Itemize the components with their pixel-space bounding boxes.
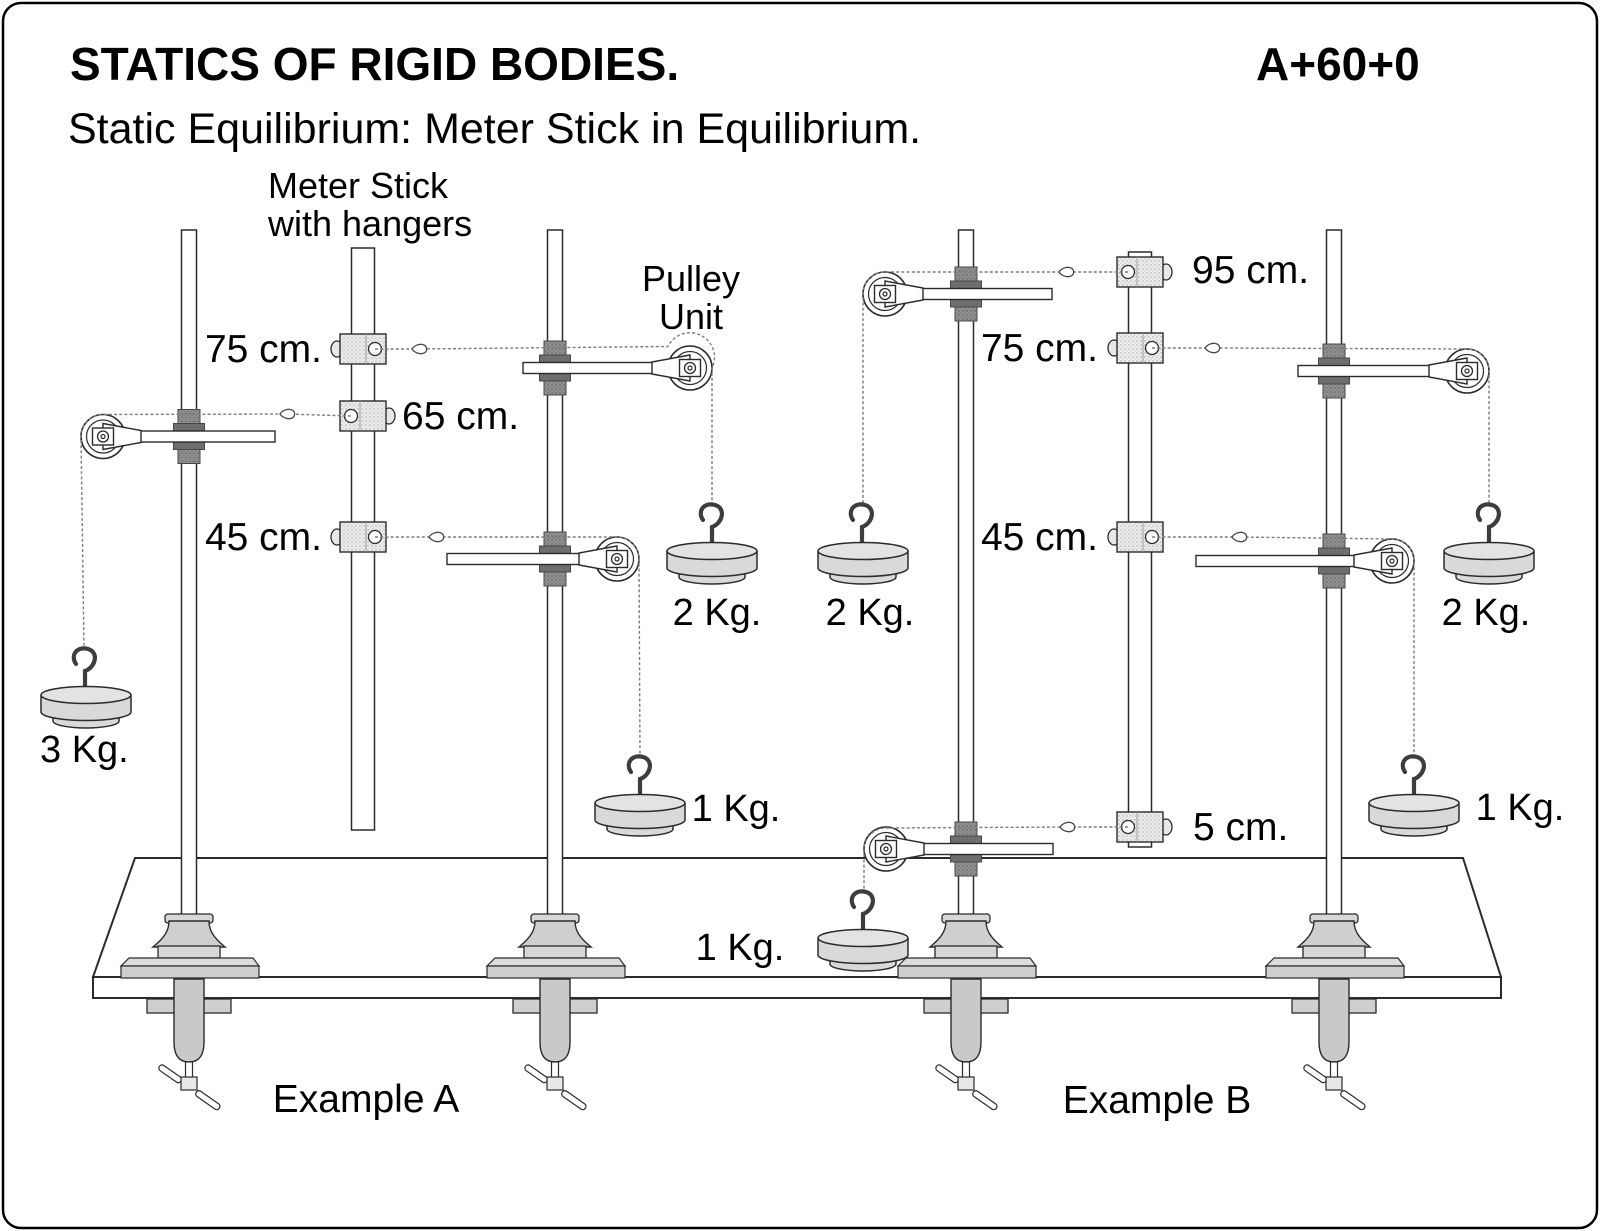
mark-a-75cm: 75 cm. (205, 328, 322, 371)
pulley-unit-a-left (80, 409, 276, 464)
pulley-unit-label-line2: Unit (659, 296, 723, 337)
pulley-unit-a-right-lower (446, 531, 640, 587)
page-title: STATICS OF RIGID BODIES. (70, 38, 679, 90)
loop-a-65cm (279, 408, 296, 420)
mark-b-5cm: 5 cm. (1193, 806, 1288, 849)
mark-b-95cm: 95 cm. (1192, 249, 1309, 292)
page-subtitle: Static Equilibrium: Meter Stick in Equil… (68, 105, 921, 153)
mass-b-1kg-right (1368, 793, 1460, 837)
strings (80, 271, 1490, 892)
pulley-unit-a-right-top (522, 340, 713, 396)
label-b-1kg-right: 1 Kg. (1476, 787, 1565, 829)
pulley-unit-b-left-bottom (863, 821, 1054, 877)
label-a-1kg: 1 Kg. (692, 788, 781, 830)
string-b-45cm-to-1kg (1152, 536, 1415, 757)
label-b-2kg-right: 2 Kg. (1442, 592, 1531, 634)
mark-b-75cm: 75 cm. (981, 327, 1098, 370)
pulley-unit-b-left-top (862, 266, 1053, 322)
string-a-65cm-to-3kg (80, 413, 352, 650)
string-a-45cm-to-1kg (375, 536, 641, 758)
label-b-1kg-left: 1 Kg. (696, 927, 785, 969)
caption-example-b: Example B (1063, 1079, 1252, 1122)
loop-b-75cm (1204, 342, 1221, 354)
meter-stick-label-line2: with hangers (267, 203, 472, 244)
mark-a-45cm: 45 cm. (205, 516, 322, 559)
caption-example-a: Example A (273, 1078, 459, 1121)
string-loops (279, 266, 1248, 833)
mark-b-45cm: 45 cm. (981, 516, 1098, 559)
meter-stick-label-line1: Meter Stick (268, 165, 449, 206)
stand-rod-a-left (180, 229, 198, 921)
mass-b-2kg-right (1443, 541, 1535, 585)
label-a-3kg: 3 Kg. (40, 729, 129, 771)
string-b-75cm-to-2kg (1152, 347, 1490, 506)
mass-a-1kg (594, 793, 686, 837)
loop-b-45cm (1231, 531, 1248, 543)
pulley-unit-b-right-top (1297, 343, 1490, 399)
stand-rod-b-left (957, 229, 975, 921)
string-b-95cm-to-2kg (862, 271, 1128, 506)
loop-b-5cm (1059, 821, 1076, 833)
label-b-2kg-left: 2 Kg. (826, 592, 915, 634)
loop-a-75cm (411, 343, 428, 355)
pulley-unit-b-right-lower (1195, 533, 1415, 589)
string-a-75cm-to-2kg (375, 332, 716, 506)
mass-b-1kg-left (817, 928, 909, 972)
lab-table (91, 857, 1503, 999)
loop-b-95cm (1058, 266, 1075, 278)
string-b-5cm-to-1kg (863, 826, 1128, 892)
loop-a-45cm (428, 531, 445, 543)
label-a-2kg: 2 Kg. (673, 592, 762, 634)
pulley-unit-label-line1: Pulley (642, 258, 740, 299)
catalog-code: A+60+0 (1256, 38, 1420, 90)
mass-a-2kg (666, 541, 758, 585)
mass-b-2kg-left (817, 541, 909, 585)
mark-a-65cm: 65 cm. (402, 395, 519, 438)
mass-a-3kg (40, 685, 132, 729)
